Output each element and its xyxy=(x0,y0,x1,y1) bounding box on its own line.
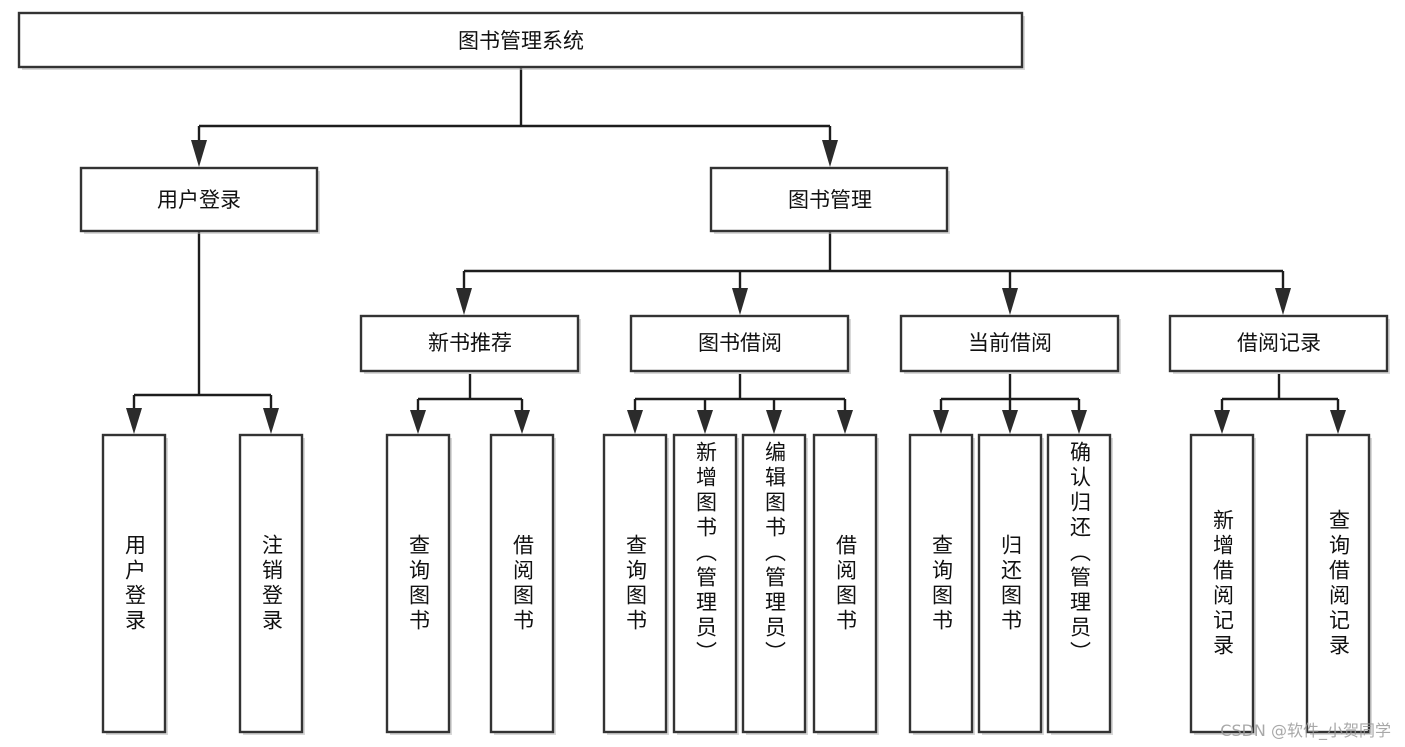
leaf-node-query-book-1[interactable] xyxy=(385,433,452,735)
arrowhead-record-leaf2 xyxy=(1330,410,1346,434)
node-layer: 图书管理系统 用户登录 图书管理 新书推荐 xyxy=(17,11,1390,735)
arrowhead-newbook xyxy=(456,288,472,315)
node-book-management[interactable]: 图书管理 xyxy=(709,166,950,234)
arrowhead-borrow-leaf1 xyxy=(627,410,643,434)
node-new-book-recommend-box xyxy=(359,314,580,373)
arrowhead-borrow-leaf3 xyxy=(766,410,782,434)
node-root-box xyxy=(17,11,1024,69)
arrowhead-borrow xyxy=(732,288,748,315)
node-current-borrow[interactable]: 当前借阅 xyxy=(899,314,1121,374)
arrowhead-borrow-leaf2 xyxy=(697,410,713,434)
arrowhead-record-leaf1 xyxy=(1214,410,1230,434)
node-borrow-record-box xyxy=(1168,314,1389,373)
node-book-borrow-label: 图书借阅 xyxy=(698,331,782,355)
arrowhead-current xyxy=(1002,288,1018,315)
leaf-node-return-book[interactable] xyxy=(977,433,1044,735)
node-current-borrow-label: 当前借阅 xyxy=(968,331,1052,355)
arrowhead-current-leaf1 xyxy=(933,410,949,434)
leaf-node-logout[interactable] xyxy=(238,433,305,735)
node-book-management-box xyxy=(709,166,949,233)
node-user-login-label: 用户登录 xyxy=(157,188,241,212)
arrowhead-root-to-bookmgmt xyxy=(822,140,838,167)
leaf-node-borrow-book-1[interactable] xyxy=(489,433,556,735)
node-user-login[interactable]: 用户登录 xyxy=(79,166,320,234)
watermark-text: CSDN @软件_小贺同学 xyxy=(1220,721,1391,740)
arrowhead-newbook-leaf1 xyxy=(410,410,426,434)
node-user-login-box xyxy=(79,166,319,233)
leaf-node-edit-book-admin[interactable] xyxy=(741,433,808,735)
node-new-book-recommend-label: 新书推荐 xyxy=(428,331,512,355)
leaf-node-add-borrow-record[interactable] xyxy=(1189,433,1256,735)
node-borrow-record[interactable]: 借阅记录 xyxy=(1168,314,1390,374)
leaf-node-borrow-book-2[interactable] xyxy=(812,433,879,735)
arrowhead-borrow-leaf4 xyxy=(837,410,853,434)
node-root-label: 图书管理系统 xyxy=(458,29,584,53)
leaf-node-user-login[interactable] xyxy=(101,433,168,735)
arrowhead-login-leaf2 xyxy=(263,408,279,434)
node-book-management-label: 图书管理 xyxy=(788,188,872,212)
leaf-node-query-book-3[interactable] xyxy=(908,433,975,735)
arrowhead-record xyxy=(1275,288,1291,315)
leaf-boxes xyxy=(101,433,1372,735)
arrowhead-current-leaf3 xyxy=(1071,410,1087,434)
node-book-borrow[interactable]: 图书借阅 xyxy=(629,314,851,374)
node-book-borrow-box xyxy=(629,314,850,373)
arrowhead-login-leaf1 xyxy=(126,408,142,434)
arrowhead-root-to-login xyxy=(191,140,207,167)
node-current-borrow-box xyxy=(899,314,1120,373)
node-new-book-recommend[interactable]: 新书推荐 xyxy=(359,314,581,374)
leaf-node-query-book-2[interactable] xyxy=(602,433,669,735)
arrowhead-current-leaf2 xyxy=(1002,410,1018,434)
leaf-node-add-book-admin[interactable] xyxy=(672,433,739,735)
connector-layer xyxy=(126,68,1346,434)
node-borrow-record-label: 借阅记录 xyxy=(1237,331,1321,355)
leaf-node-query-borrow-record[interactable] xyxy=(1305,433,1372,735)
leaf-node-confirm-return-admin[interactable] xyxy=(1046,433,1113,735)
node-root[interactable]: 图书管理系统 xyxy=(17,11,1025,70)
arrowhead-newbook-leaf2 xyxy=(514,410,530,434)
